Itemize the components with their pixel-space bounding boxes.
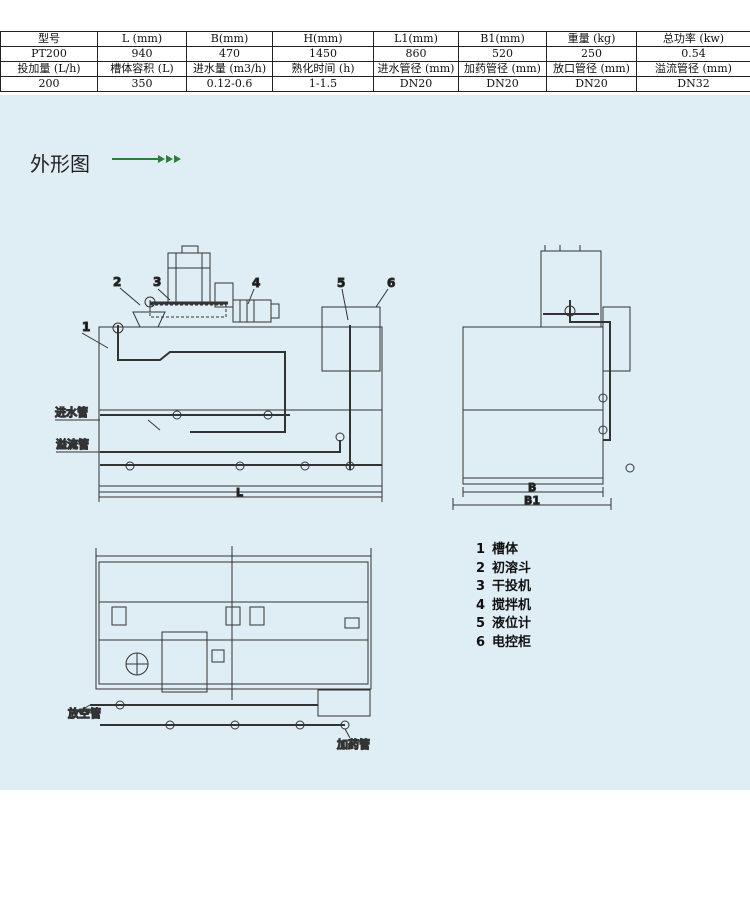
spec-table: 型号 L (mm) B(mm) H(mm) L1(mm) B1(mm) 重量 (…	[0, 31, 750, 92]
table-cell: 1-1.5	[272, 76, 374, 92]
table-cell: DN20	[458, 76, 547, 92]
drawing-panel	[0, 95, 750, 790]
side-view	[452, 245, 635, 510]
table-cell: L1(mm)	[373, 31, 459, 47]
table-cell: 溢流管径 (mm)	[636, 61, 750, 77]
section-title: 外形图	[30, 152, 90, 176]
inlet-pipe-label: 进水管	[55, 405, 88, 419]
callout-6: 6	[387, 276, 395, 290]
table-cell: 350	[97, 76, 187, 92]
table-cell: 进水管径 (mm)	[373, 61, 459, 77]
dry-feeder	[167, 252, 211, 304]
mixer-motor	[214, 282, 234, 308]
table-row: 型号 L (mm) B(mm) H(mm) L1(mm) B1(mm) 重量 (…	[0, 31, 750, 47]
table-row: 投加量 (L/h) 槽体容积 (L) 进水量 (m3/h) 熟化时间 (h) 进…	[0, 61, 750, 77]
callout-3: 3	[153, 275, 161, 289]
dimension-l-label: L	[236, 486, 243, 499]
arrow-icon	[112, 155, 181, 163]
table-row: 200 350 0.12-0.6 1-1.5 DN20 DN20 DN20 DN…	[0, 76, 750, 92]
dimension-b-label: B	[528, 481, 536, 494]
table-cell: 重量 (kg)	[546, 31, 637, 47]
dosing-pipe-label: 加药管	[336, 737, 370, 751]
table-cell: 投加量 (L/h)	[0, 61, 98, 77]
callout-1: 1	[82, 320, 90, 334]
overflow-pipe-label: 溢流管	[56, 437, 89, 451]
front-view	[55, 245, 389, 502]
table-cell: 1450	[272, 46, 374, 62]
table-cell: DN20	[373, 76, 459, 92]
drain-pipe-label: 放空管	[67, 706, 101, 720]
dissolving-funnel	[132, 311, 166, 328]
table-cell: DN32	[636, 76, 750, 92]
top-view	[77, 546, 372, 739]
callout-5: 5	[337, 276, 345, 290]
callout-2: 2	[113, 275, 121, 289]
dimension-b1-label: B1	[524, 494, 540, 507]
callout-4: 4	[252, 276, 260, 290]
table-cell: 加药管径 (mm)	[458, 61, 547, 77]
table-cell: 200	[0, 76, 98, 92]
table-cell: 0.12-0.6	[186, 76, 273, 92]
tank-body	[98, 326, 383, 411]
side-hopper	[540, 250, 602, 328]
table-cell: 熟化时间 (h)	[272, 61, 374, 77]
